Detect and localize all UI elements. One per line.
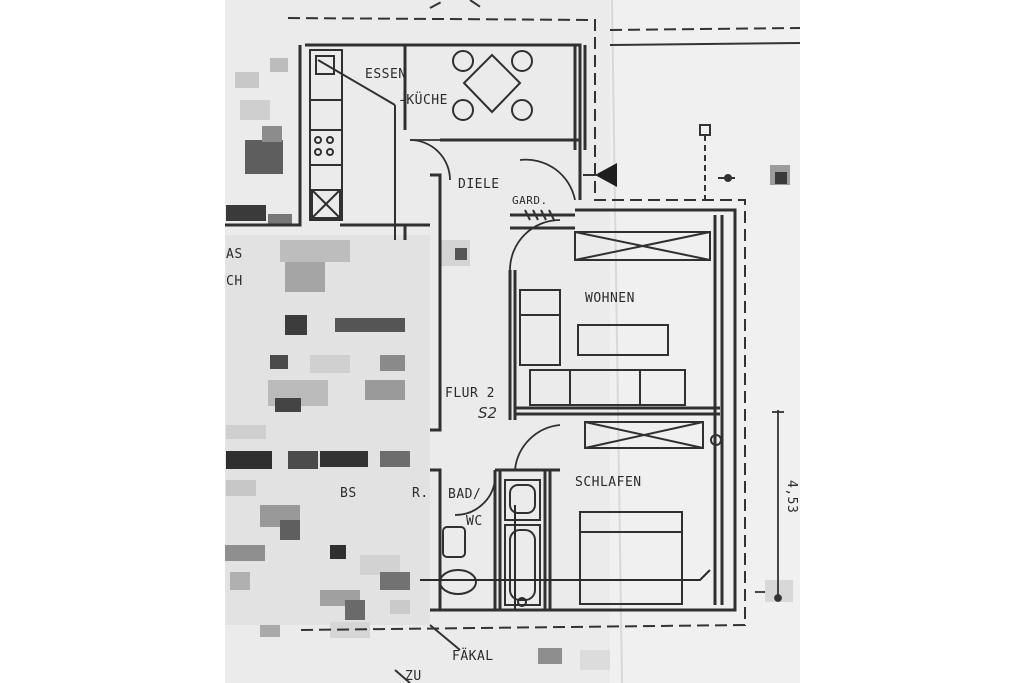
label-partial-ch: CH bbox=[226, 274, 243, 289]
kitchen-fixtures bbox=[309, 49, 396, 240]
door-swings bbox=[409, 139, 576, 516]
dimension-text: 4,53 bbox=[784, 480, 799, 513]
label-schlafen: SCHLAFEN bbox=[575, 475, 642, 490]
paper-fold bbox=[611, 0, 623, 683]
label-wc: WC bbox=[466, 514, 483, 529]
wardrobe-marks bbox=[524, 209, 555, 221]
label-s2: S2 bbox=[478, 404, 497, 422]
exterior-walls bbox=[225, 43, 737, 612]
label-partial-as: AS bbox=[226, 247, 243, 262]
top-right-line bbox=[609, 42, 801, 46]
living-room-furniture bbox=[519, 231, 711, 406]
property-boundary bbox=[287, 0, 801, 631]
dining-table bbox=[452, 50, 533, 121]
bottom-lines bbox=[394, 624, 461, 683]
label-kueche: -KÜCHE bbox=[398, 91, 448, 108]
label-partial-r: R. bbox=[412, 486, 429, 501]
label-partial-bs: BS bbox=[340, 486, 357, 501]
redacted-area bbox=[225, 58, 793, 670]
label-gard: GARD. bbox=[512, 194, 548, 207]
dimension-line bbox=[755, 410, 784, 602]
label-bad: BAD/ bbox=[448, 487, 481, 502]
interior-walls bbox=[340, 45, 724, 610]
entrance-arrow-icon bbox=[595, 163, 617, 187]
label-essen: ESSEN bbox=[365, 67, 407, 82]
paper-right-panel bbox=[610, 0, 800, 683]
utility-line bbox=[699, 124, 735, 200]
label-flur: FLUR 2 bbox=[445, 386, 495, 401]
label-partial-faekal: FÄKAL bbox=[452, 648, 494, 664]
pipe-line bbox=[420, 505, 711, 610]
bedroom-furniture bbox=[579, 421, 722, 605]
label-wohnen: WOHNEN bbox=[585, 291, 635, 306]
label-diele: DIELE bbox=[458, 177, 500, 192]
label-partial-zu: ZU bbox=[405, 669, 422, 683]
